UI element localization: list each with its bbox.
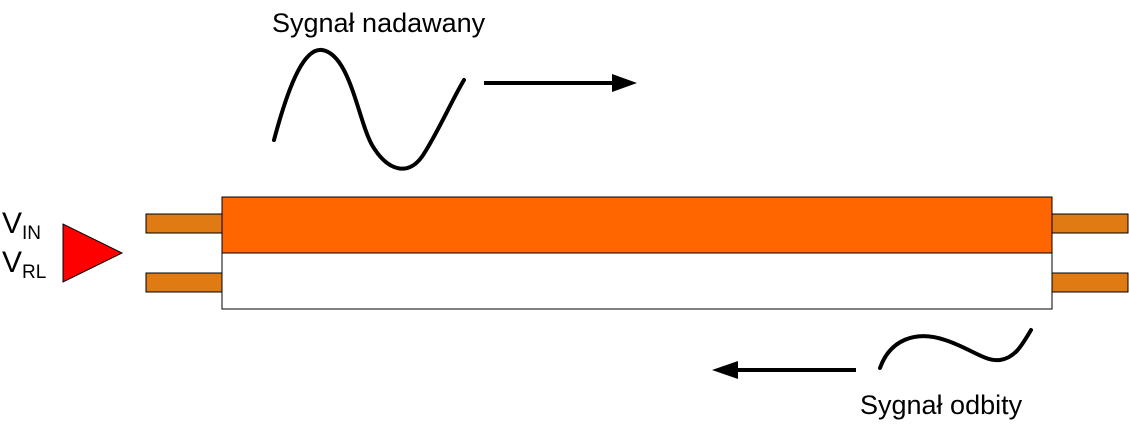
v-in-label: VIN bbox=[2, 207, 41, 244]
v-in-subscript: IN bbox=[22, 223, 42, 244]
left-conductor-top bbox=[145, 213, 223, 234]
reflected-arrow-head bbox=[712, 361, 738, 379]
left-conductor-bottom bbox=[145, 272, 223, 293]
transmitted-signal-label: Sygnał nadawany bbox=[272, 8, 486, 38]
transmitted-wave bbox=[272, 47, 466, 171]
cable-top-layer bbox=[221, 196, 1053, 254]
v-rl-label: VRL bbox=[2, 246, 46, 283]
reflected-signal-label: Sygnał odbity bbox=[860, 390, 1023, 420]
cable-bottom-layer bbox=[221, 252, 1053, 310]
right-conductor-bottom bbox=[1051, 272, 1129, 293]
v-rl-main: V bbox=[2, 246, 23, 279]
reflected-wave bbox=[878, 328, 1033, 370]
right-conductor-top bbox=[1051, 213, 1129, 234]
v-rl-subscript: RL bbox=[22, 262, 47, 283]
source-triangle bbox=[62, 223, 124, 283]
transmitted-arrow-head bbox=[612, 74, 637, 92]
v-in-main: V bbox=[2, 207, 23, 240]
